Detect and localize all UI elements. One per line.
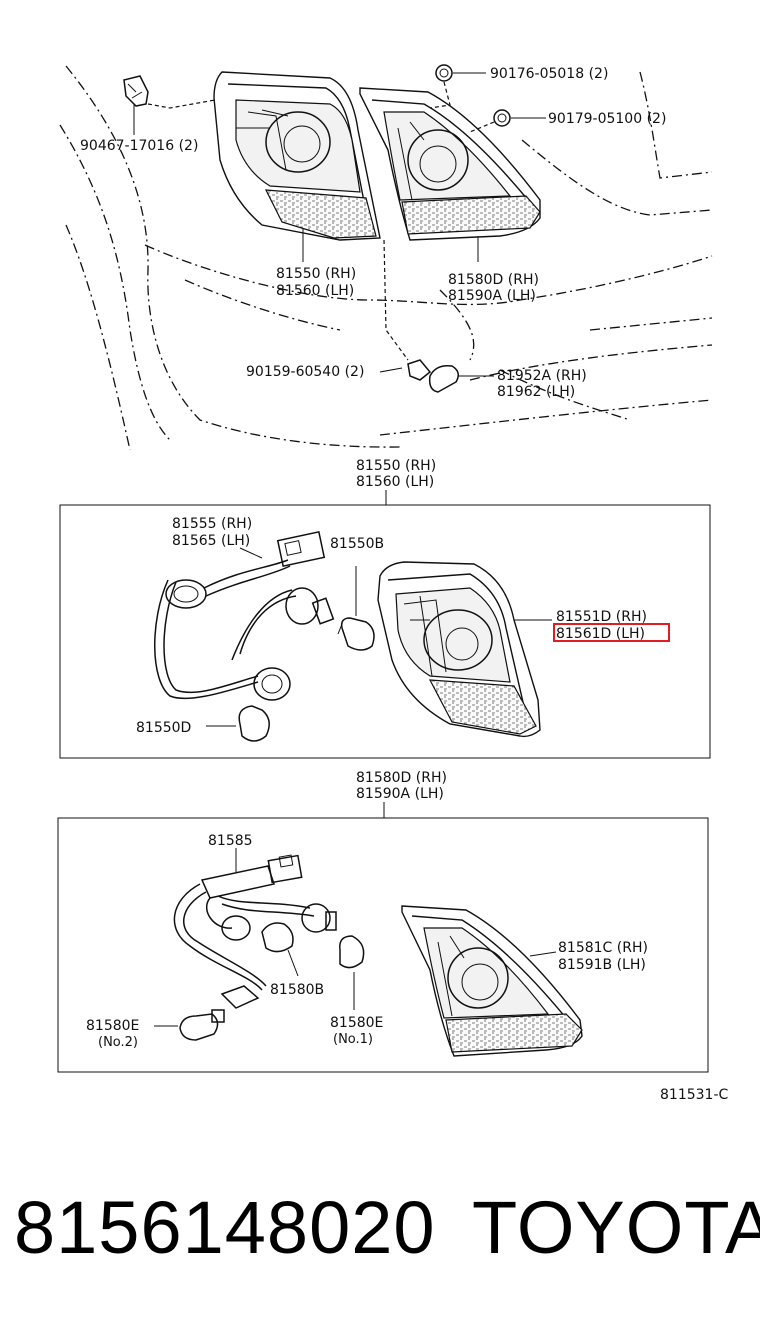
- box2-title-lh: 81590A (LH): [356, 786, 444, 802]
- label-81550d: 81550D: [136, 720, 191, 736]
- screw-90159-icon: [379, 359, 432, 381]
- box2-title-rh: 81580D (RH): [356, 770, 447, 786]
- clip-90176-icon: [429, 64, 486, 109]
- label-81580e-no2-qualifier: (No.2): [98, 1035, 138, 1050]
- label-81591b-lh: 81591B (LH): [558, 957, 646, 973]
- label-81590a-lh-top: 81590A (LH): [448, 288, 536, 304]
- part-number: 8156148020: [14, 1186, 436, 1269]
- clip-90467-icon: [123, 75, 216, 135]
- label-81560-lh-top: 81560 (LH): [276, 283, 354, 299]
- label-81580e-no1: 81580E: [330, 1015, 383, 1031]
- outer-tail-lamp-top: [213, 71, 381, 241]
- label-81580b: 81580B: [270, 982, 324, 998]
- box2-frame: [57, 817, 709, 1073]
- bulb-81580b-icon: [261, 922, 299, 977]
- bulb-81550b-icon: [337, 566, 375, 651]
- label-81551d-rh: 81551D (RH): [556, 609, 647, 625]
- bulb-81550d-icon: [206, 705, 270, 742]
- label-81581c-rh: 81581C (RH): [558, 940, 648, 956]
- box1-title-rh: 81550 (RH): [356, 458, 436, 474]
- label-81952a: 81952A (RH): [497, 368, 587, 384]
- bulb-81580e-no1-icon: [339, 935, 365, 1010]
- clip-90179-icon: [469, 109, 546, 133]
- label-90159: 90159-60540 (2): [246, 364, 364, 380]
- footer: 8156148020 TOYOTA: [0, 1185, 760, 1295]
- outer-lamp-lens-81551d: [377, 561, 541, 738]
- lamp-cover-81952a-icon: [428, 364, 494, 393]
- label-90176: 90176-05018 (2): [490, 66, 608, 82]
- box1-frame: [59, 504, 711, 759]
- inner-lamp-lens-81581c: [401, 905, 583, 1057]
- bulb-81580e-no2-icon: [179, 1009, 225, 1041]
- label-81580d-rh-top: 81580D (RH): [448, 272, 539, 288]
- label-90467: 90467-17016 (2): [80, 138, 198, 154]
- label-81962: 81962 (LH): [497, 384, 575, 400]
- label-90179: 90179-05100 (2): [548, 111, 666, 127]
- box1-title-lh: 81560 (LH): [356, 474, 434, 490]
- vehicle-body-outline: [59, 65, 713, 451]
- highlight-box-81561d: [553, 623, 670, 642]
- parts-diagram: 90467-17016 (2) 90176-05018 (2) 90179-05…: [57, 64, 728, 1103]
- inner-tail-lamp-top: [359, 87, 541, 241]
- label-81580e-no1-qualifier: (No.1): [333, 1032, 373, 1047]
- label-81550b: 81550B: [330, 536, 384, 552]
- label-81550-rh-top: 81550 (RH): [276, 266, 356, 282]
- label-81585: 81585: [208, 833, 253, 849]
- harness-81585-icon: [173, 848, 337, 1009]
- label-81561d-lh: 81561D (LH): [556, 626, 645, 642]
- brand-name: TOYOTA: [472, 1186, 760, 1269]
- figure-code: 811531-C: [660, 1087, 728, 1103]
- label-81555-rh: 81555 (RH): [172, 516, 252, 532]
- label-81565-lh: 81565 (LH): [172, 533, 250, 549]
- label-81580e-no2: 81580E: [86, 1018, 139, 1034]
- socket-harness-81555-icon: [154, 531, 335, 701]
